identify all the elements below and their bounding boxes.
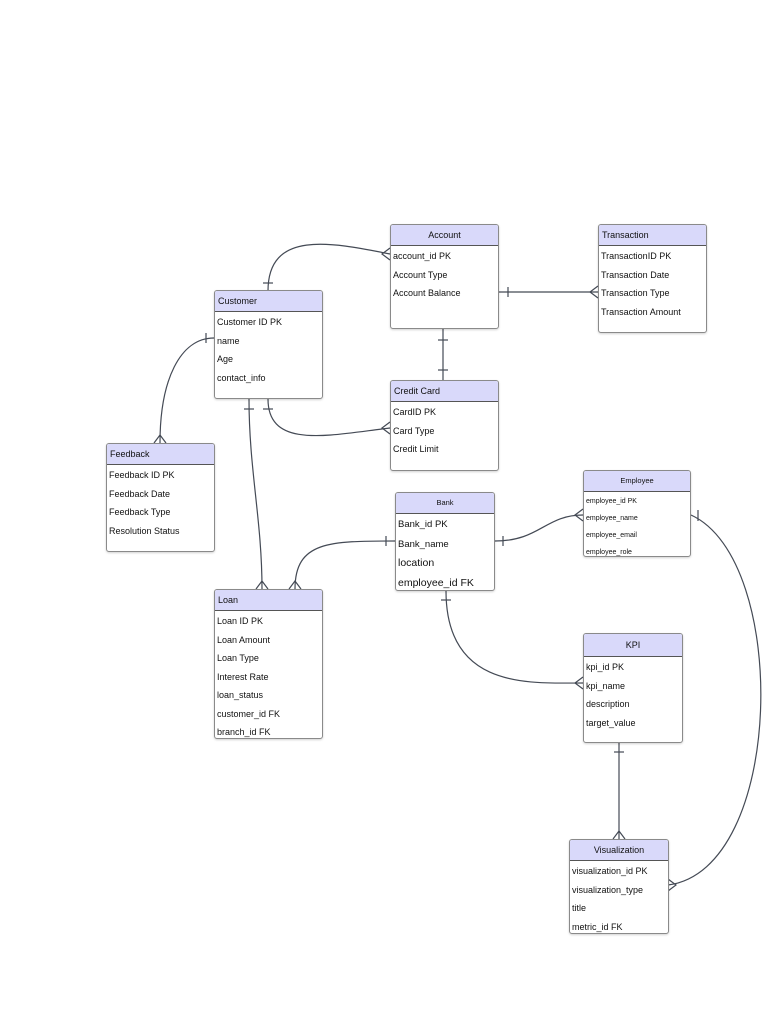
entity-attribute: branch_id FK [217, 727, 271, 737]
entity-title: Bank [396, 493, 494, 514]
rel-customer-creditcard [267, 398, 391, 437]
entity-attribute: Interest Rate [217, 671, 269, 682]
entity-attribute: Bank_id PK [398, 519, 448, 530]
rel-employee-visualization [667, 514, 762, 886]
entity-attribute: Feedback Type [109, 507, 171, 517]
entity-title: Account [391, 225, 498, 246]
entity-attribute: location [398, 557, 435, 569]
entity-attribute: CardID PK [393, 407, 437, 417]
entity-attribute: Account Balance [393, 288, 461, 298]
entity-attribute: account_id PK [393, 251, 452, 261]
rel-bank-kpi [445, 590, 584, 684]
entity-attribute: Loan Type [217, 653, 259, 663]
entity-attribute: Resolution Status [109, 525, 180, 536]
entity-employee: Employee employee_id PK employee_name em… [583, 470, 691, 557]
entity-attribute: Transaction Date [601, 269, 670, 280]
entity-title: Credit Card [391, 381, 498, 402]
entity-attribute: Loan Amount [217, 634, 271, 645]
entity-visualization: Visualization visualization_id PK visual… [569, 839, 669, 934]
entity-loan: Loan Loan ID PK Loan Amount Loan Type In… [214, 589, 323, 739]
entity-attribute: loan_status [217, 690, 264, 700]
entity-attribute: Transaction Type [601, 288, 670, 298]
entity-attribute: Feedback ID PK [109, 470, 175, 480]
rel-customer-account [267, 243, 391, 292]
entity-attribute: Feedback Date [109, 488, 171, 499]
entity-attribute: Card Type [393, 425, 435, 436]
entity-title: Visualization [570, 840, 668, 861]
entity-attribute: kpi_name [586, 680, 626, 691]
entity-attribute: target_value [586, 717, 636, 728]
entity-attribute: description [586, 699, 630, 709]
entity-attribute: Bank_name [398, 538, 449, 550]
rel-customer-feedback [159, 337, 215, 444]
entity-attribute: Customer ID PK [217, 317, 283, 327]
entity-credit-card: Credit Card CardID PK Card Type Credit L… [390, 380, 499, 471]
rel-customer-loan [248, 398, 263, 590]
entity-attribute: employee_id FK [398, 576, 474, 589]
entity-kpi: KPI kpi_id PK kpi_name description targe… [583, 633, 683, 743]
entity-title: Employee [584, 471, 690, 492]
entity-title: Transaction [599, 225, 706, 246]
entity-attribute: Transaction Amount [601, 306, 681, 317]
entity-attribute: contact_info [217, 372, 266, 383]
entity-attribute: kpi_id PK [586, 662, 625, 672]
entity-bank: Bank Bank_id PK Bank_name location emplo… [395, 492, 495, 591]
rel-bank-employee [494, 514, 584, 542]
entity-title: KPI [584, 634, 682, 657]
entity-attribute: employee_id PK [586, 498, 637, 505]
entity-attribute: Account Type [393, 269, 448, 280]
entity-attribute: title [572, 903, 587, 913]
entity-transaction: Transaction TransactionID PK Transaction… [598, 224, 707, 333]
entity-attribute: Loan ID PK [217, 616, 264, 626]
entity-attribute: visualization_id PK [572, 866, 648, 876]
entity-title: Loan [215, 590, 322, 611]
entity-attribute: employee_email [586, 532, 637, 539]
entity-attribute: customer_id FK [217, 708, 281, 719]
entity-attribute: employee_role [586, 549, 632, 556]
rel-bank-loan [294, 540, 396, 590]
entity-attribute: Age [217, 354, 234, 364]
entity-title: Customer [215, 291, 322, 312]
entity-attribute: TransactionID PK [601, 251, 672, 261]
entity-account: Account account_id PK Account Type Accou… [390, 224, 499, 329]
entity-attribute: Credit Limit [393, 444, 439, 454]
entity-customer: Customer Customer ID PK name Age contact… [214, 290, 323, 399]
entity-attribute: employee_name [586, 515, 638, 522]
entity-feedback: Feedback Feedback ID PK Feedback Date Fe… [106, 443, 215, 552]
entity-title: Feedback [107, 444, 214, 465]
entity-attribute: visualization_type [572, 884, 644, 895]
entity-attribute: name [217, 335, 240, 346]
entity-attribute: metric_id FK [572, 921, 623, 932]
